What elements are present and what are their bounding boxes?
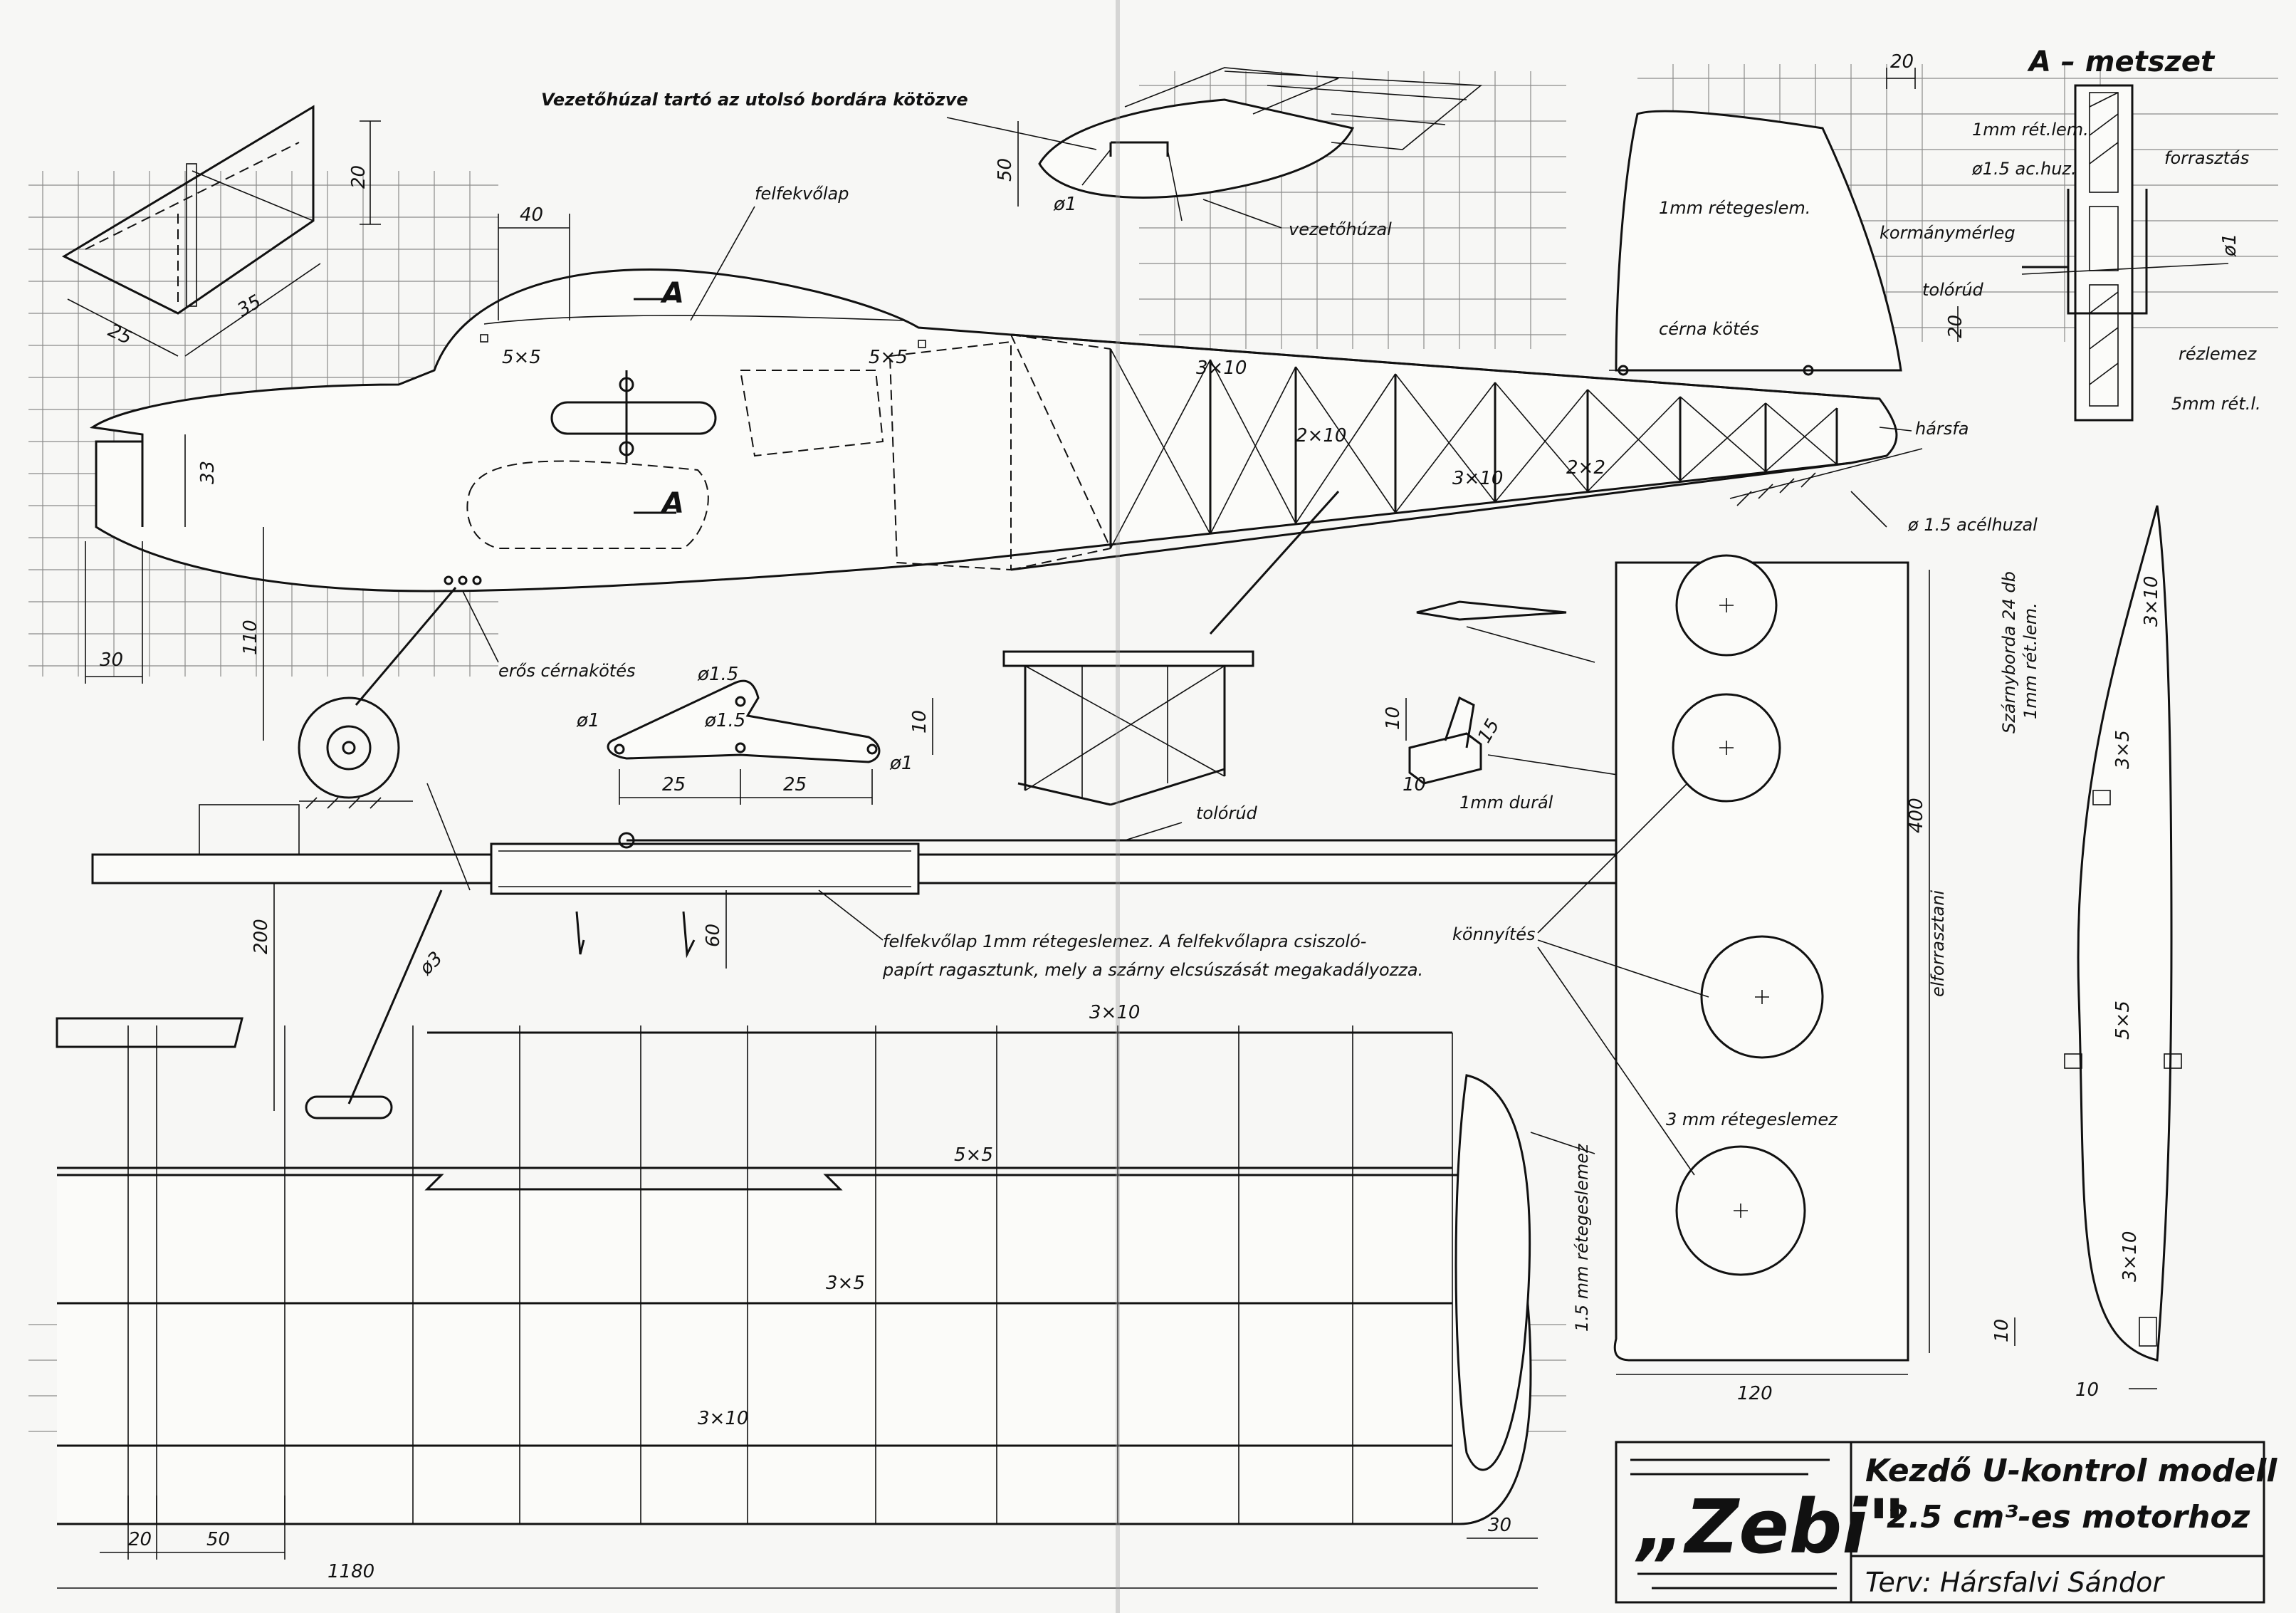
section-mark-bottom: A [660,487,684,520]
small-part-dim-35: 35 [234,291,266,322]
strut-label-2x2: 2×2 [1566,457,1605,479]
pushrod-top-view: 200 ø3 60 tolórúd felfekvőlap 1mm rétege… [91,783,1909,1119]
section-label-solder: forrasztás [2164,148,2249,168]
plate-hole-15b: ø1.5 [704,710,745,731]
pushrod-note-line2: papírt ragasztunk, mely a szárny elcsúsz… [882,960,1423,980]
wire-holder-dim-50: 50 [995,158,1016,182]
plate-dim-h: 10 [909,710,931,734]
rib-title-b: 1mm rét.lem. [2020,602,2040,719]
section-label-pushrod: tolórúd [1922,280,1984,300]
bracket-detail: 10 10 15 1mm durál [1383,600,1674,813]
pushrod-dim-60: 60 [703,924,724,947]
wing-spar-tip: 3×10 [1089,1002,1140,1023]
wing-spar-mid: 3×5 [826,1273,865,1294]
rib-dim-10a: 10 [1991,1319,2013,1342]
section-dim-top: 20 [1890,51,1914,73]
rib-title-a: Szárnyborda 24 db [1999,571,2019,734]
soldered-label: elforrasztani [1928,890,1948,997]
wing-rib-drawing: Szárnyborda 24 db 1mm rét.lem. 3×10 3×5 … [1991,505,2182,1401]
wing-seat-label: felfekvőlap [755,184,849,204]
wire-holder-label: Vezetőhúzal tartó az utolsó bordára kötö… [541,90,968,110]
bracket-dim-10a: 10 [1383,706,1404,730]
fuselage-dim-30: 30 [100,649,123,671]
fuselage-dim-110: 110 [240,620,261,655]
pushrod-label: tolórúd [1196,803,1258,823]
rib-size-1: 3×10 [2141,576,2162,627]
strong-tie-label: erős cérnakötés [498,661,635,681]
wing-dim-50: 50 [206,1529,230,1550]
bellcrank-plate-detail: ø1.5 ø1.5 ø1 ø1 25 25 10 [576,664,933,805]
hardwood-label: hársfa [1915,419,1969,439]
fuselage-frame-detail [1002,490,1340,806]
section-label-copper: rézlemez [2179,344,2258,364]
strut-label-3x10: 3×10 [1196,357,1247,379]
lightening-label: könnyítés [1452,924,1536,944]
steel-wire-label: ø 1.5 acélhuzal [1907,515,2038,535]
thread-tie-label: cérna kötés [1659,319,1759,339]
tailplane-ply-label: 3 mm rétegeslemez [1666,1110,1838,1129]
strut-label-2x10: 2×10 [1296,425,1346,447]
plate-hole-1b: ø1 [889,753,913,774]
bracket-material: 1mm durál [1459,793,1553,813]
square-label-left: 5×5 [502,347,541,368]
wing-spar-top: 5×5 [954,1144,993,1166]
pushrod-dim-phi3: ø3 [415,948,447,980]
fin-ply-label: 1mm rétegeslem. [1659,198,1810,218]
plate-hole-15a: ø1.5 [697,664,738,685]
section-label-bellcrank: kormánymérleg [1880,223,2015,243]
section-mark-top: A [660,277,684,310]
section-label-ply5: 5mm rét.l. [2171,394,2261,414]
pushrod-note-line1: felfekvőlap 1mm rétegeslemez. A felfekvő… [883,931,1366,951]
rib-size-2: 3×5 [2112,730,2134,769]
square-label-right: 5×5 [869,347,908,368]
fuselage-side-view: A A 5×5 5×5 3×10 2×10 3×10 2×2 felfekvől… [85,110,2038,809]
section-a-detail: A – metszet 20 20 ø1 1mm rét.lem. ø1.5 a… [1880,46,2261,422]
wing-spar-bottom: 3×10 [698,1408,748,1429]
plate-dim-a: 25 [662,774,686,795]
small-part-dim-20: 20 [348,165,369,189]
strut-label-3x10b: 3×10 [1452,468,1503,489]
section-label-ply1: 1mm rét.lem. [1972,120,2089,140]
bracket-dim-10b: 10 [1403,774,1426,795]
plate-hole-1a: ø1 [576,710,599,731]
rib-size-4: 3×10 [2119,1231,2141,1282]
wing-tip-ply: 1.5 mm rétegeslemez [1572,1143,1592,1332]
wing-dim-20: 20 [128,1529,152,1550]
small-part-dim-25: 25 [105,320,135,349]
lead-wire-label: vezetőhúzal [1289,219,1392,239]
title-line1: Kezdő U-kontrol modell [1865,1453,2277,1489]
wing-planform: 5×5 3×5 3×10 3×10 1.5 mm rétegeslemez 20… [56,1002,1595,1589]
section-a-title: A – metszet [2027,46,2216,78]
plate-dim-b: 25 [783,774,807,795]
title-designer: Terv: Hársfalvi Sándor [1865,1567,2165,1598]
wire-holder-detail: Vezetőhúzal tartó az utolsó bordára kötö… [541,67,1483,239]
title-block: „Zebi" Kezdő U-kontrol modell 2.5 cm³-es… [1615,1441,2277,1604]
fuselage-dim-33: 33 [197,461,219,484]
tailplane-dim-400: 400 [1906,798,1927,833]
wire-holder-dim-phi1: ø1 [1053,194,1076,215]
pushrod-dim-200: 200 [251,919,272,954]
section-dim-side: 20 [1945,315,1966,338]
title-logo: „Zebi" [1635,1483,1906,1570]
rib-size-3: 5×5 [2112,1001,2134,1040]
wing-dim-1180: 1180 [327,1561,374,1582]
wing-dim-30: 30 [1488,1515,1511,1536]
title-line2: 2.5 cm³-es motorhoz [1887,1499,2250,1535]
rib-dim-10b: 10 [2075,1379,2099,1401]
tailplane-dim-120: 120 [1737,1383,1773,1404]
fuselage-dim-40: 40 [520,204,543,226]
tailplane-drawing: könnyítés elforrasztani 3 mm rétegesleme… [1452,554,1948,1404]
small-part-drawing: 20 25 35 [61,105,381,357]
section-label-wire: ø1.5 ac.huz. [1971,159,2077,179]
section-dim-phi1: ø1 [2219,234,2240,257]
